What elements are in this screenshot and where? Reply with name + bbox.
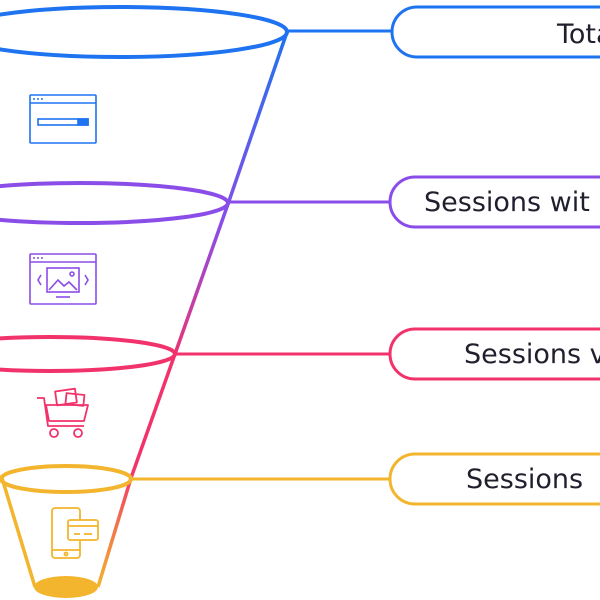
browser-window-icon [29, 94, 97, 144]
image-gallery-window-icon [29, 253, 97, 305]
mobile-payment-icon [51, 507, 99, 559]
funnel-left-side [0, 477, 37, 588]
funnel-right-side [96, 31, 289, 588]
stage-label-3: Sessions v [464, 339, 600, 370]
stage-pill-4: Sessions [388, 452, 600, 506]
funnel-rim-2 [0, 181, 230, 225]
stage-pill-2: Sessions wit [388, 175, 600, 229]
stage-label-1: Total [556, 19, 600, 50]
funnel-rim-3 [0, 335, 177, 373]
funnel-bottom [34, 576, 98, 598]
stage-pill-3: Sessions v [388, 327, 600, 381]
shopping-cart-icon [37, 387, 89, 438]
stage-label-4: Sessions [466, 464, 583, 495]
funnel-rim-4 [0, 464, 133, 494]
stage-pill-1: Total [390, 5, 600, 59]
stage-label-2: Sessions wit [424, 187, 590, 218]
funnel-rim-1 [0, 5, 289, 59]
